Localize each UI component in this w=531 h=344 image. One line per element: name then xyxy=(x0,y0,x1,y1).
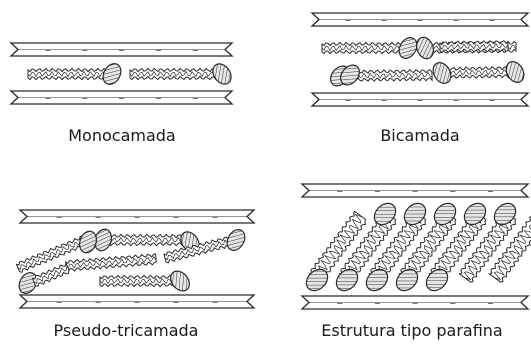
charge-sign: − xyxy=(381,16,388,25)
charge-sign: − xyxy=(453,16,460,25)
charge-sign: − xyxy=(118,46,125,55)
charge-sign: − xyxy=(412,187,419,196)
charge-sign: − xyxy=(417,96,424,105)
charge-sign: − xyxy=(489,16,496,25)
label-bicamada: Bicamada xyxy=(380,126,459,145)
charge-sign: − xyxy=(336,299,343,308)
charge-sign: − xyxy=(134,298,141,307)
charge-sign: − xyxy=(155,94,162,103)
charge-sign: − xyxy=(118,94,125,103)
charge-sign: − xyxy=(134,213,141,222)
label-pseudo-tricamada: Pseudo-tricamada xyxy=(54,321,199,340)
head-group xyxy=(100,60,125,87)
charge-sign: − xyxy=(44,46,51,55)
charge-sign: − xyxy=(487,299,494,308)
charge-sign: − xyxy=(44,94,51,103)
charge-sign: − xyxy=(56,213,63,222)
charge-sign: − xyxy=(95,298,102,307)
charge-sign: − xyxy=(56,298,63,307)
charge-sign: − xyxy=(374,299,381,308)
head-group xyxy=(503,58,528,85)
charge-sign: − xyxy=(345,16,352,25)
alkyl-chain xyxy=(100,275,180,286)
charge-sign: − xyxy=(374,187,381,196)
charge-sign: − xyxy=(489,96,496,105)
alkyl-chain xyxy=(33,263,70,286)
charge-sign: − xyxy=(449,187,456,196)
charge-sign: − xyxy=(173,213,180,222)
panel-pseudo-tricamada: − − − − − − − − − − xyxy=(16,210,254,308)
head-group xyxy=(224,226,249,253)
charge-sign: − xyxy=(453,96,460,105)
alkyl-chain xyxy=(130,68,222,79)
head-group xyxy=(209,60,235,87)
charge-sign: − xyxy=(345,96,352,105)
charge-sign: − xyxy=(417,16,424,25)
charge-sign: − xyxy=(336,187,343,196)
head-group xyxy=(414,35,437,61)
panel-bicamada: − − − − − − − − − − xyxy=(312,13,528,106)
panel-monocamada: − − − − − − − − − − xyxy=(11,43,235,104)
charge-sign: − xyxy=(192,46,199,55)
charge-sign: − xyxy=(81,94,88,103)
charge-sign: − xyxy=(95,213,102,222)
charge-sign: − xyxy=(212,298,219,307)
head-group xyxy=(430,59,455,86)
head-group xyxy=(77,229,100,255)
charge-sign: − xyxy=(173,298,180,307)
charge-sign: − xyxy=(487,187,494,196)
charge-sign: − xyxy=(155,46,162,55)
charge-sign: − xyxy=(192,94,199,103)
charge-sign: − xyxy=(381,96,388,105)
panel-parafina: − − − − − − − − − − xyxy=(302,184,531,309)
head-group xyxy=(167,267,193,294)
charge-sign: − xyxy=(449,299,456,308)
label-parafina: Estrutura tipo parafina xyxy=(321,321,502,340)
charge-sign: − xyxy=(212,213,219,222)
alkyl-chain xyxy=(103,234,184,245)
label-monocamada: Monocamada xyxy=(68,126,175,145)
charge-sign: − xyxy=(81,46,88,55)
charge-sign: − xyxy=(412,299,419,308)
